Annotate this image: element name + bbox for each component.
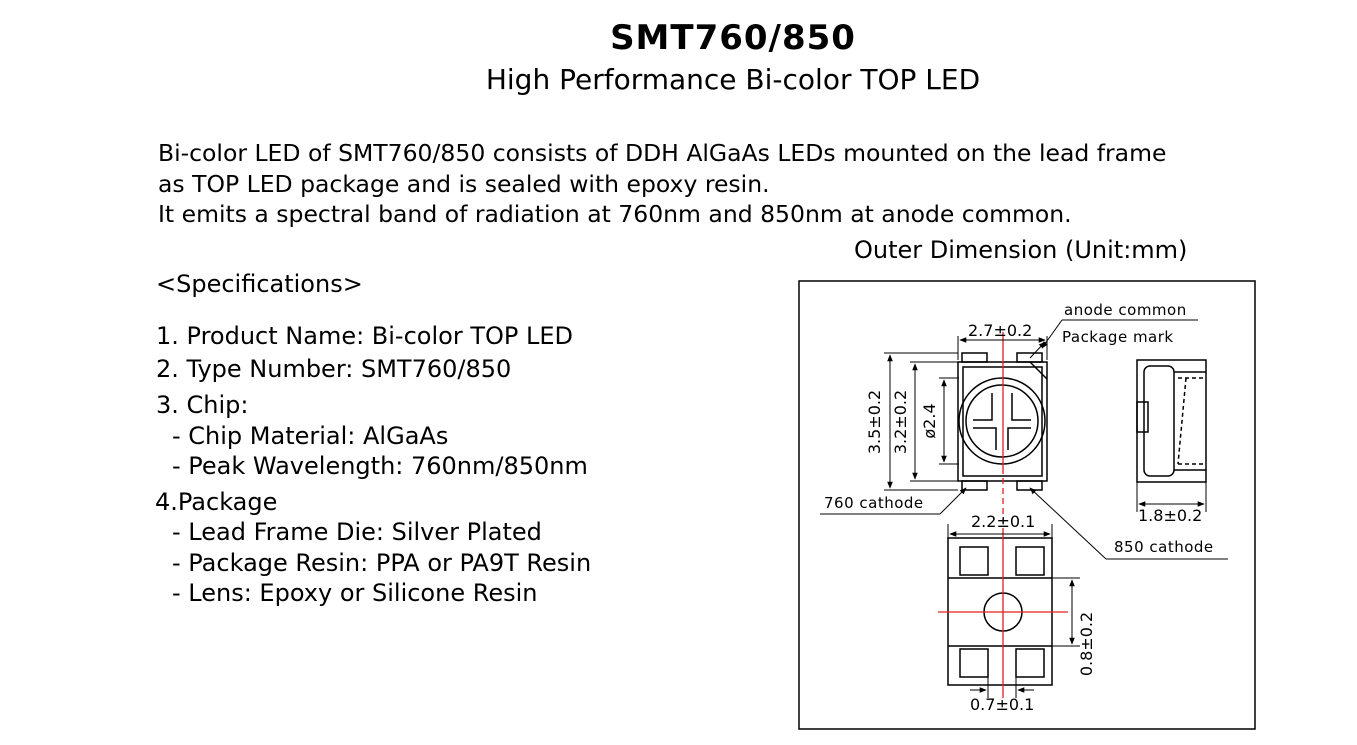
specifications-heading: <Specifications>	[156, 270, 363, 298]
description-line: Bi-color LED of SMT760/850 consists of D…	[158, 139, 1167, 167]
label-width-top: 2.7±0.2	[968, 321, 1032, 340]
label-760-cathode: 760 cathode	[824, 494, 924, 512]
label-lens-diameter: ø2.4	[920, 403, 939, 438]
outer-dimension-drawing: anode common Package mark 2.7±0.2 760 ca…	[798, 280, 1256, 730]
label-height-outer: 3.5±0.2	[865, 390, 884, 454]
spec-item: 3. Chip:	[156, 391, 249, 419]
spec-item: 1. Product Name: Bi-color TOP LED	[156, 322, 573, 350]
spec-item: 4.Package	[155, 488, 278, 516]
spec-item: - Package Resin: PPA or PA9T Resin	[172, 549, 592, 577]
label-height-inner: 3.2±0.2	[891, 390, 910, 454]
product-subtitle: High Performance Bi-color TOP LED	[485, 63, 981, 96]
label-anode-common: anode common	[1064, 301, 1187, 319]
dimension-lines	[884, 336, 1207, 698]
label-850-cathode: 850 cathode	[1114, 538, 1214, 556]
spec-item: 2. Type Number: SMT760/850	[156, 355, 512, 383]
label-pad-span: 2.2±0.1	[971, 512, 1035, 531]
drawing-frame	[798, 280, 1256, 730]
outer-dimension-title: Outer Dimension (Unit:mm)	[854, 236, 1188, 264]
leader-lines	[820, 319, 1228, 560]
label-package-mark: Package mark	[1062, 328, 1174, 346]
center-lines	[938, 332, 1068, 698]
spec-item: - Lens: Epoxy or Silicone Resin	[172, 579, 538, 607]
spec-item: - Peak Wavelength: 760nm/850nm	[172, 452, 588, 480]
product-title: SMT760/850	[610, 18, 856, 58]
label-pad-gap: 0.7±0.1	[970, 695, 1034, 714]
spec-item: - Lead Frame Die: Silver Plated	[172, 518, 542, 546]
label-depth: 1.8±0.2	[1138, 506, 1202, 525]
description-line: as TOP LED package and is sealed with ep…	[158, 169, 770, 198]
spec-item: - Chip Material: AlGaAs	[172, 422, 449, 450]
label-pad-height: 0.8±0.2	[1077, 612, 1096, 676]
description: Bi-color LED of SMT760/850 consists of D…	[158, 138, 1166, 230]
side-view	[1136, 359, 1207, 483]
description-line: It emits a spectral band of radiation at…	[158, 200, 1072, 228]
